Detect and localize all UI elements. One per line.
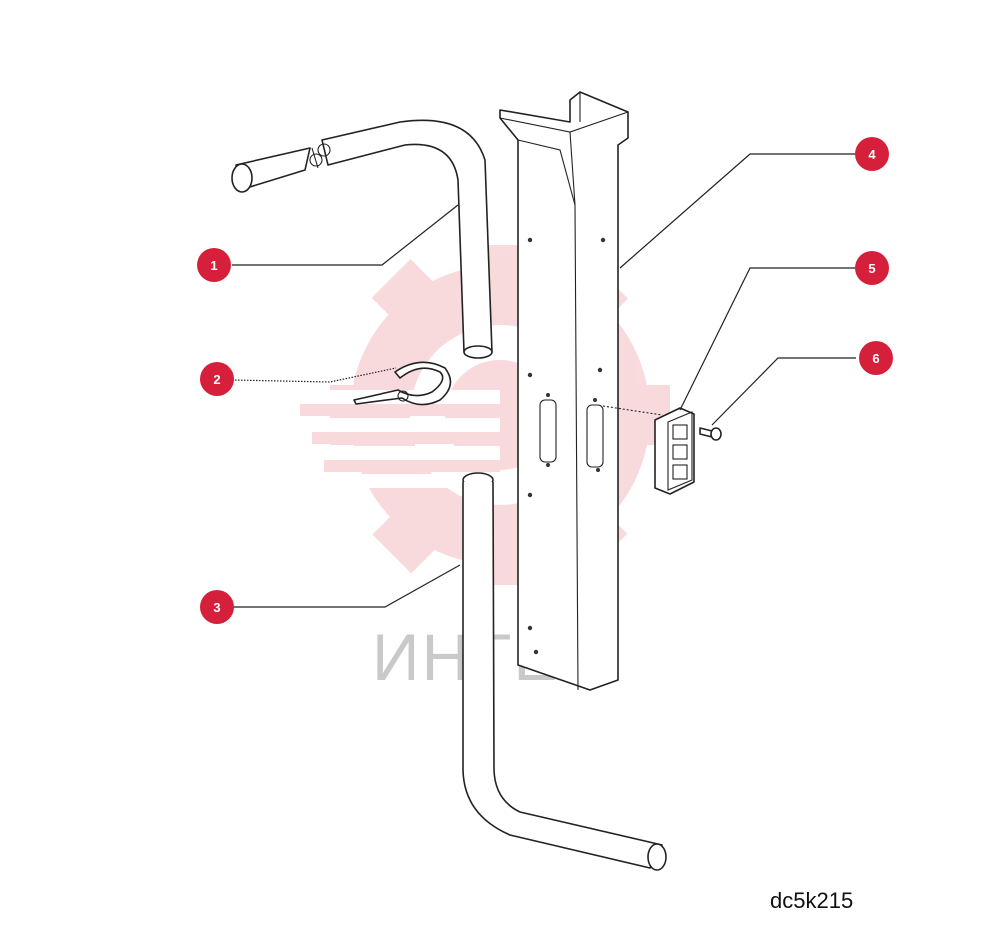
callout-3-label: 3 [213, 600, 220, 615]
callout-5: 5 [855, 251, 889, 285]
callout-4-label: 4 [868, 147, 876, 162]
callout-6: 6 [859, 341, 893, 375]
callout-2: 2 [200, 362, 234, 396]
part-4-main-post [499, 91, 629, 691]
leader-lines [231, 153, 856, 608]
part-5-switch-plate [602, 405, 695, 495]
callout-6-label: 6 [872, 351, 879, 366]
callout-4: 4 [855, 137, 889, 171]
part-2-clamp-band [353, 361, 452, 406]
part-3-lower-tube [462, 472, 667, 871]
part-1-upper-handle-tube [231, 119, 493, 359]
drawing-code: dc5k215 [770, 888, 854, 913]
callout-1-label: 1 [210, 258, 217, 273]
callout-1: 1 [197, 248, 231, 282]
callout-2-label: 2 [213, 372, 220, 387]
callout-3: 3 [200, 590, 234, 624]
callout-5-label: 5 [868, 261, 875, 276]
part-6-screw [699, 427, 722, 441]
